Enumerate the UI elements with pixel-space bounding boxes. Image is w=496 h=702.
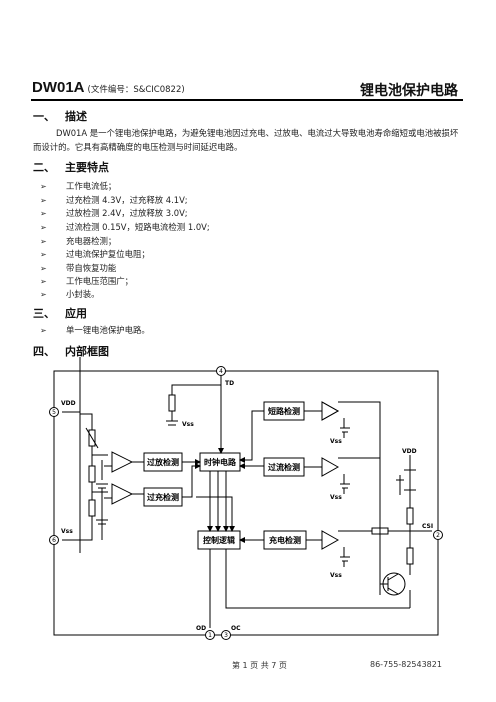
comparator [111,483,134,505]
arrow-bullet-icon: ➢ [40,326,47,335]
pin-od-label: OD [196,625,206,632]
section-title: 应用 [65,307,87,320]
block-short-label: 短路检测 [268,406,300,416]
section-description-heading: 一、描述 [33,108,87,124]
model-name: DW01A [32,79,85,96]
feature-item: ➢充电器检测； [40,236,117,246]
section-number: 一、 [33,110,55,123]
comparator [321,401,340,421]
feature-item: ➢带自恢复功能 [40,263,117,273]
arrow-bullet-icon: ➢ [40,223,47,232]
resistor [88,465,96,483]
feature-item: ➢过放检测 2.4V，过放释放 3.0V; [40,208,188,218]
feature-item: ➢过电流保护复位电阻； [40,249,150,259]
vss-label: Vss [330,572,342,579]
comparator [111,451,134,473]
header-rule [31,99,463,101]
section-title: 描述 [65,110,87,123]
feature-item: ➢过充检测 4.3V，过充释放 4.1V; [40,195,188,205]
block-control-label: 控制逻辑 [203,535,235,545]
resistor [88,499,96,517]
document-number: (文件编号：S&CIC0822) [87,85,185,95]
pin-vss-label: Vss [61,528,73,535]
feature-item: ➢工作电压范围广； [40,276,133,286]
pin-td-number: 4 [219,368,223,375]
resistor [406,547,414,565]
section-title: 内部框图 [65,345,109,358]
application-item: ➢单一锂电池保护电路。 [40,325,150,335]
arrow-bullet-icon: ➢ [40,277,47,286]
section-features-heading: 二、主要特点 [33,159,109,175]
feature-item: ➢工作电流低； [40,181,117,191]
pin-vss-number: 6 [52,537,56,544]
document-title: DW01A(文件编号：S&CIC0822) [32,79,185,96]
arrow-bullet-icon: ➢ [40,182,47,191]
feature-item: ➢过流检测 0.15V，短路电流检测 1.0V; [40,222,210,232]
description-line-1: DW01A 是一个锂电池保护电路，为避免锂电池因过充电、过放电、电流过大导致电池… [56,128,459,138]
comparator [321,457,340,477]
pin-oc-number: 3 [224,632,228,639]
arrow-bullet-icon: ➢ [40,290,47,299]
pin-od-number: 1 [208,632,212,639]
pin-td-label: TD [225,380,234,387]
block-overcurrent-label: 过流检测 [268,462,300,472]
block-charger-label: 充电检测 [269,535,301,545]
block-clock-label: 时钟电路 [204,457,237,467]
section-number: 三、 [33,307,55,320]
pin-vdd-label: VDD [61,400,76,407]
block-overdischarge-label: 过放检测 [147,457,179,467]
chip-outline [53,370,439,636]
vss-label: Vss [330,438,342,445]
page-number: 第 1 页 共 7 页 [232,661,287,670]
block-overcharge-label: 过充检测 [147,492,179,502]
pin-csi-label: CSI [422,523,433,530]
section-applications-heading: 三、应用 [33,305,87,321]
pin-oc-label: OC [231,625,241,632]
feature-item: ➢小封装。 [40,289,100,299]
pin-vdd-number: 5 [52,409,56,416]
comparator [321,530,340,550]
section-number: 四、 [33,345,55,358]
section-block-diagram-heading: 四、内部框图 [33,343,109,359]
arrow-bullet-icon: ➢ [40,264,47,273]
arrow-bullet-icon: ➢ [40,209,47,218]
section-number: 二、 [33,161,55,174]
footer-phone: 86-755-82543821 [370,660,442,669]
pin-csi-number: 2 [436,532,440,539]
arrow-bullet-icon: ➢ [40,250,47,259]
description-line-2: 而设计的。它具有高精确度的电压检测与时间延迟电路。 [33,142,243,152]
vss-label: Vss [330,494,342,501]
vdd-label: VDD [402,448,417,455]
resistor [406,507,414,525]
document-heading: 锂电池保护电路 [360,83,458,99]
arrow-bullet-icon: ➢ [40,237,47,246]
arrow-bullet-icon: ➢ [40,196,47,205]
vss-label: Vss [182,421,194,428]
resistor [371,527,389,535]
section-title: 主要特点 [65,161,109,174]
